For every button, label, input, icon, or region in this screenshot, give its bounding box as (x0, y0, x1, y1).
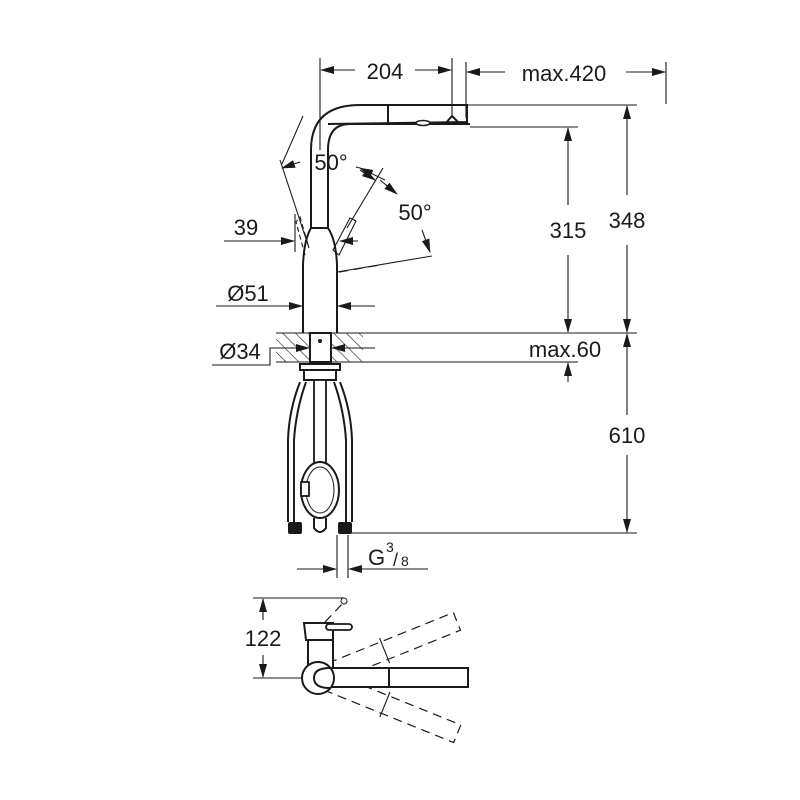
spout-reach-label: 204 (367, 59, 404, 84)
hole-diameter-label: Ø34 (219, 339, 261, 364)
faucet-spout (310, 104, 470, 228)
pullout-reach-label: max.420 (522, 61, 606, 86)
reach-dimension (319, 58, 667, 150)
counter-thickness-label: max.60 (529, 337, 601, 362)
body-diameter-label: Ø51 (227, 281, 269, 306)
spout-height-label: 315 (550, 218, 587, 243)
faucet-body (302, 227, 338, 333)
lever-handle (279, 115, 433, 273)
thread-prefix-label: G (368, 545, 385, 570)
total-height-label: 348 (609, 208, 646, 233)
thread-denominator-label: 8 (401, 553, 409, 569)
thread-slash: / (393, 550, 398, 570)
hose-length-label: 610 (609, 423, 646, 448)
swivel-angle-left-label: 50° (314, 150, 347, 175)
thread-numerator-label: 3 (386, 539, 394, 555)
plan-depth-label: 122 (245, 626, 282, 651)
supply-hoses (287, 363, 353, 534)
plan-view (253, 597, 469, 744)
lever-offset-label: 39 (234, 215, 258, 240)
swivel-angle-right-label: 50° (398, 200, 431, 225)
